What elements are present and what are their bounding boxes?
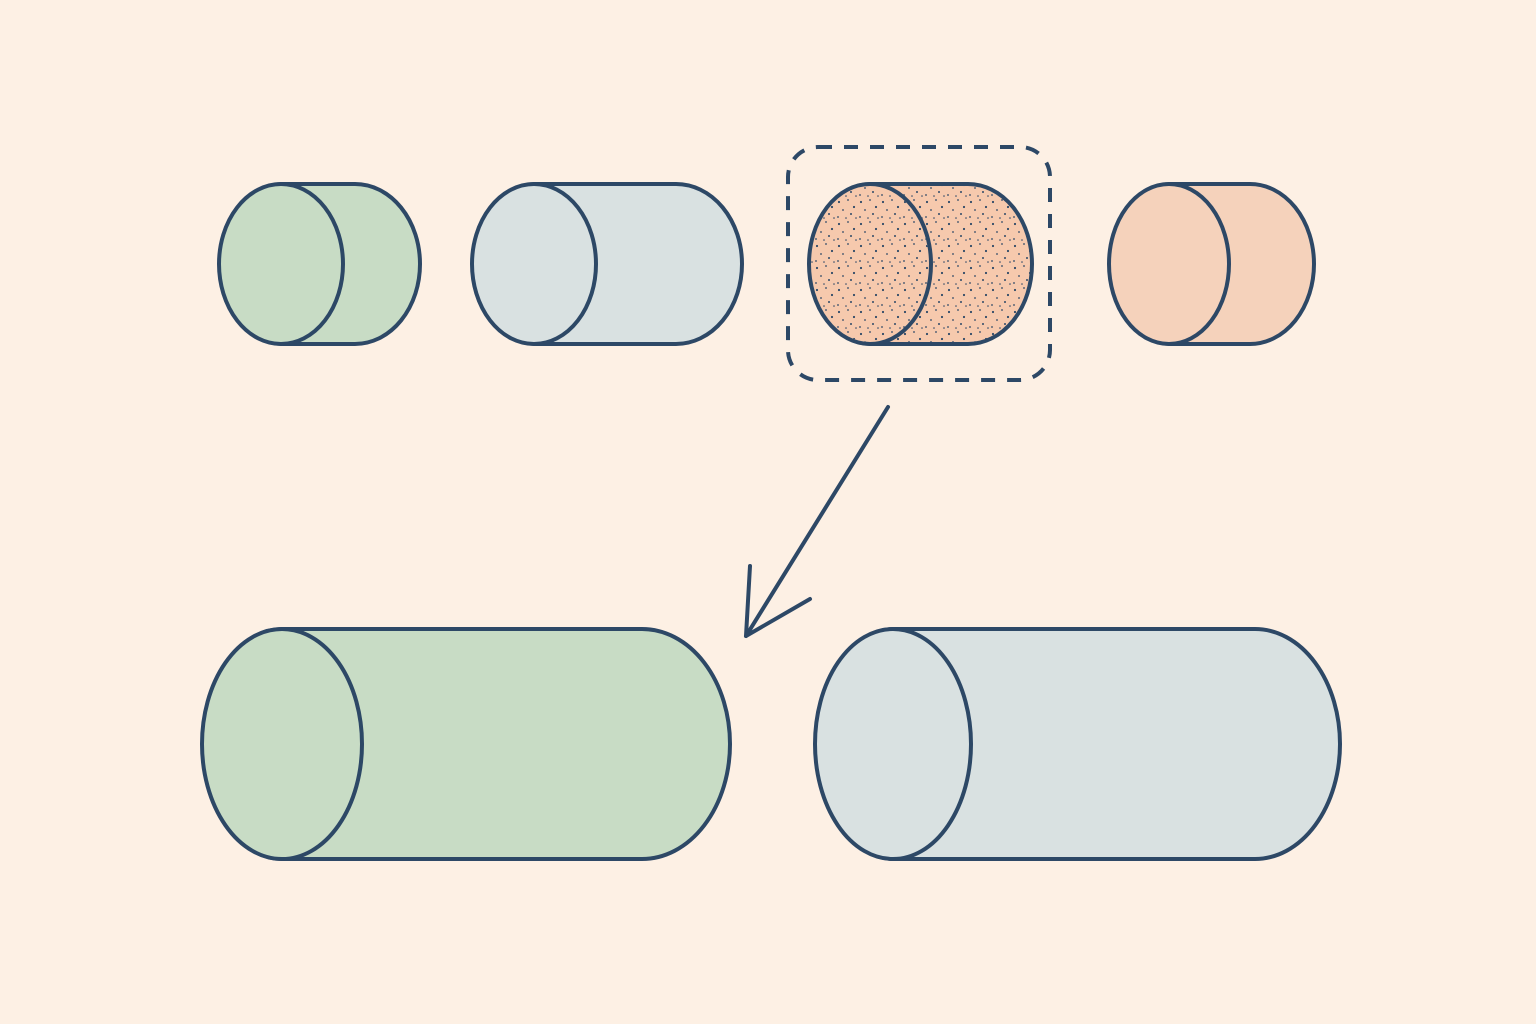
cylinder-bluegray-large[interactable] [813, 627, 1342, 861]
cylinder-end-face [1107, 182, 1231, 346]
cylinder-bluegray-small[interactable] [470, 182, 744, 346]
cylinder-end-face [470, 182, 598, 346]
cylinder-green-large[interactable] [200, 627, 732, 861]
speckle-texture [811, 186, 929, 342]
cylinder-end-face [200, 627, 364, 861]
cylinder-peach-small[interactable] [1107, 182, 1316, 346]
arrow-shaft [744, 405, 890, 638]
arrow-head [744, 564, 812, 638]
cylinder-green-small[interactable] [217, 182, 422, 346]
cylinder-end-face [813, 627, 973, 861]
arrow [744, 405, 890, 638]
cylinder-end-face [217, 182, 345, 346]
cylinder-peach-speckled[interactable] [807, 182, 1034, 346]
